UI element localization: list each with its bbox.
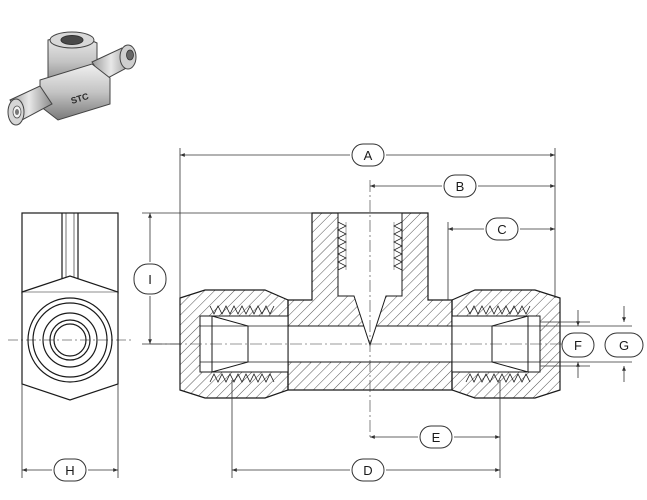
dimension-lines — [142, 148, 632, 478]
dimension-b: B — [370, 174, 555, 198]
dimension-a: A — [180, 143, 555, 167]
dimension-g: G — [604, 306, 644, 382]
side-view-drawing — [8, 212, 132, 401]
product-isometric-image: STC — [7, 31, 137, 126]
dimension-i-label: I — [148, 272, 152, 287]
dimension-g-label: G — [619, 338, 629, 353]
dimension-d-label: D — [363, 463, 372, 478]
dimension-e-label: E — [432, 430, 441, 445]
dimension-h: H — [21, 384, 119, 482]
dimension-a-label: A — [364, 148, 373, 163]
dimension-e: E — [370, 425, 500, 449]
dimension-c: C — [448, 217, 555, 241]
main-cross-section — [150, 180, 575, 440]
dimension-c-label: C — [497, 222, 506, 237]
dimension-d: D — [232, 458, 500, 482]
dimension-i: I — [133, 213, 167, 344]
dimension-f-label: F — [574, 338, 582, 353]
dimension-h-label: H — [65, 463, 74, 478]
dimension-b-label: B — [456, 179, 465, 194]
dimension-f: F — [561, 310, 595, 378]
